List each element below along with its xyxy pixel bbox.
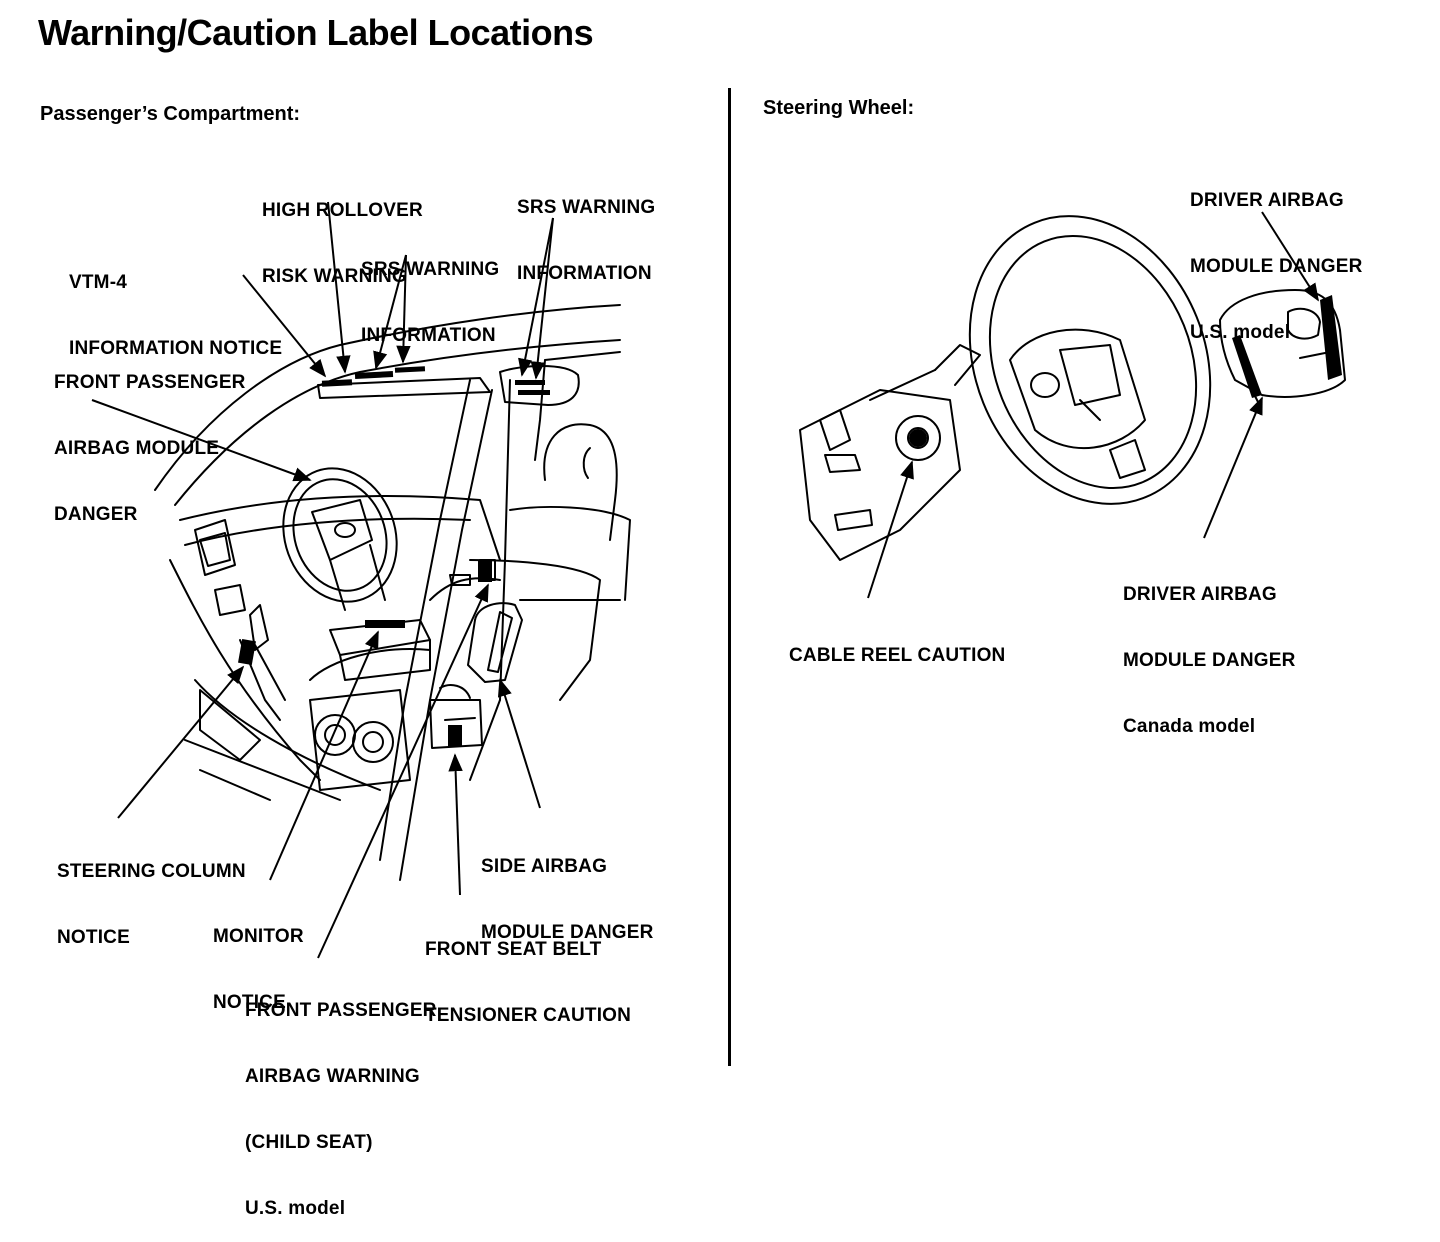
label-line: MODULE DANGER — [1190, 256, 1363, 277]
label-line: SIDE AIRBAG — [481, 856, 608, 877]
label-cable-reel-caution: CABLE REEL CAUTION — [789, 601, 1005, 689]
label-line: MODULE DANGER — [481, 922, 654, 943]
label-srs-warning-information-lower: SRS WARNING INFORMATION — [361, 215, 499, 369]
label-line: FRONT PASSENGER — [54, 372, 246, 393]
label-line: TENSIONER CAUTION — [425, 1005, 632, 1026]
label-line: MONITOR — [213, 926, 304, 947]
page-title: Warning/Caution Label Locations — [38, 12, 594, 53]
label-patches-right — [909, 295, 1342, 447]
label-driver-airbag-module-danger-us: DRIVER AIRBAG MODULE DANGER U.S. model — [1190, 146, 1363, 366]
label-line: (CHILD SEAT) — [245, 1132, 373, 1153]
label-front-passenger-airbag-warning-child-seat: FRONT PASSENGER AIRBAG WARNING (CHILD SE… — [245, 956, 437, 1242]
label-front-passenger-airbag-module-danger: FRONT PASSENGER AIRBAG MODULE DANGER — [54, 328, 246, 548]
label-line: INFORMATION — [517, 263, 652, 284]
label-line: RISK WARNING — [262, 266, 407, 287]
label-line: U.S. model — [1190, 322, 1291, 343]
label-side-airbag-module-danger: SIDE AIRBAG MODULE DANGER — [481, 812, 654, 966]
label-line: FRONT PASSENGER — [245, 1000, 437, 1021]
label-steering-column-notice: STEERING COLUMN NOTICE — [57, 817, 246, 971]
label-line: DRIVER AIRBAG — [1123, 584, 1277, 605]
label-monitor-notice: MONITOR NOTICE — [213, 882, 304, 1036]
label-line: INFORMATION NOTICE — [69, 338, 283, 359]
label-line: NOTICE — [57, 927, 130, 948]
label-line: VTM-4 — [69, 272, 127, 293]
label-line: DANGER — [54, 504, 138, 525]
label-line: STEERING COLUMN — [57, 861, 246, 882]
label-line: AIRBAG MODULE — [54, 438, 220, 459]
label-line: NOTICE — [213, 992, 286, 1013]
label-line: DRIVER AIRBAG — [1190, 190, 1344, 211]
panel-divider — [728, 88, 731, 1066]
label-line: SRS WARNING — [361, 259, 500, 280]
label-line: INFORMATION — [361, 325, 496, 346]
label-line: U.S. model — [245, 1198, 346, 1219]
section-heading-passenger-compartment: Passenger’s Compartment: — [40, 103, 301, 125]
label-patches-left — [238, 366, 550, 747]
label-line: SRS WARNING — [517, 197, 656, 218]
label-line: FRONT SEAT BELT — [425, 939, 602, 960]
label-line: Canada model — [1123, 716, 1256, 737]
label-driver-airbag-module-danger-canada: DRIVER AIRBAG MODULE DANGER Canada model — [1123, 540, 1296, 760]
label-line: HIGH ROLLOVER — [262, 200, 423, 221]
diagram-illustration — [91, 201, 1346, 959]
label-vtm4-information-notice: VTM-4 INFORMATION NOTICE — [69, 228, 282, 382]
label-front-seat-belt-tensioner-caution: FRONT SEAT BELT TENSIONER CAUTION — [425, 895, 631, 1049]
label-line: CABLE REEL CAUTION — [789, 645, 1006, 666]
label-line: MODULE DANGER — [1123, 650, 1296, 671]
label-srs-warning-information-upper: SRS WARNING INFORMATION — [517, 153, 655, 307]
section-heading-steering-wheel: Steering Wheel: — [763, 97, 915, 119]
steering-wheel-drawing — [799, 215, 1346, 561]
leader-lines-right — [867, 211, 1319, 599]
leader-lines-left — [91, 201, 554, 959]
label-high-rollover-risk-warning: HIGH ROLLOVER RISK WARNING — [262, 156, 423, 310]
label-line: AIRBAG WARNING — [245, 1066, 420, 1087]
